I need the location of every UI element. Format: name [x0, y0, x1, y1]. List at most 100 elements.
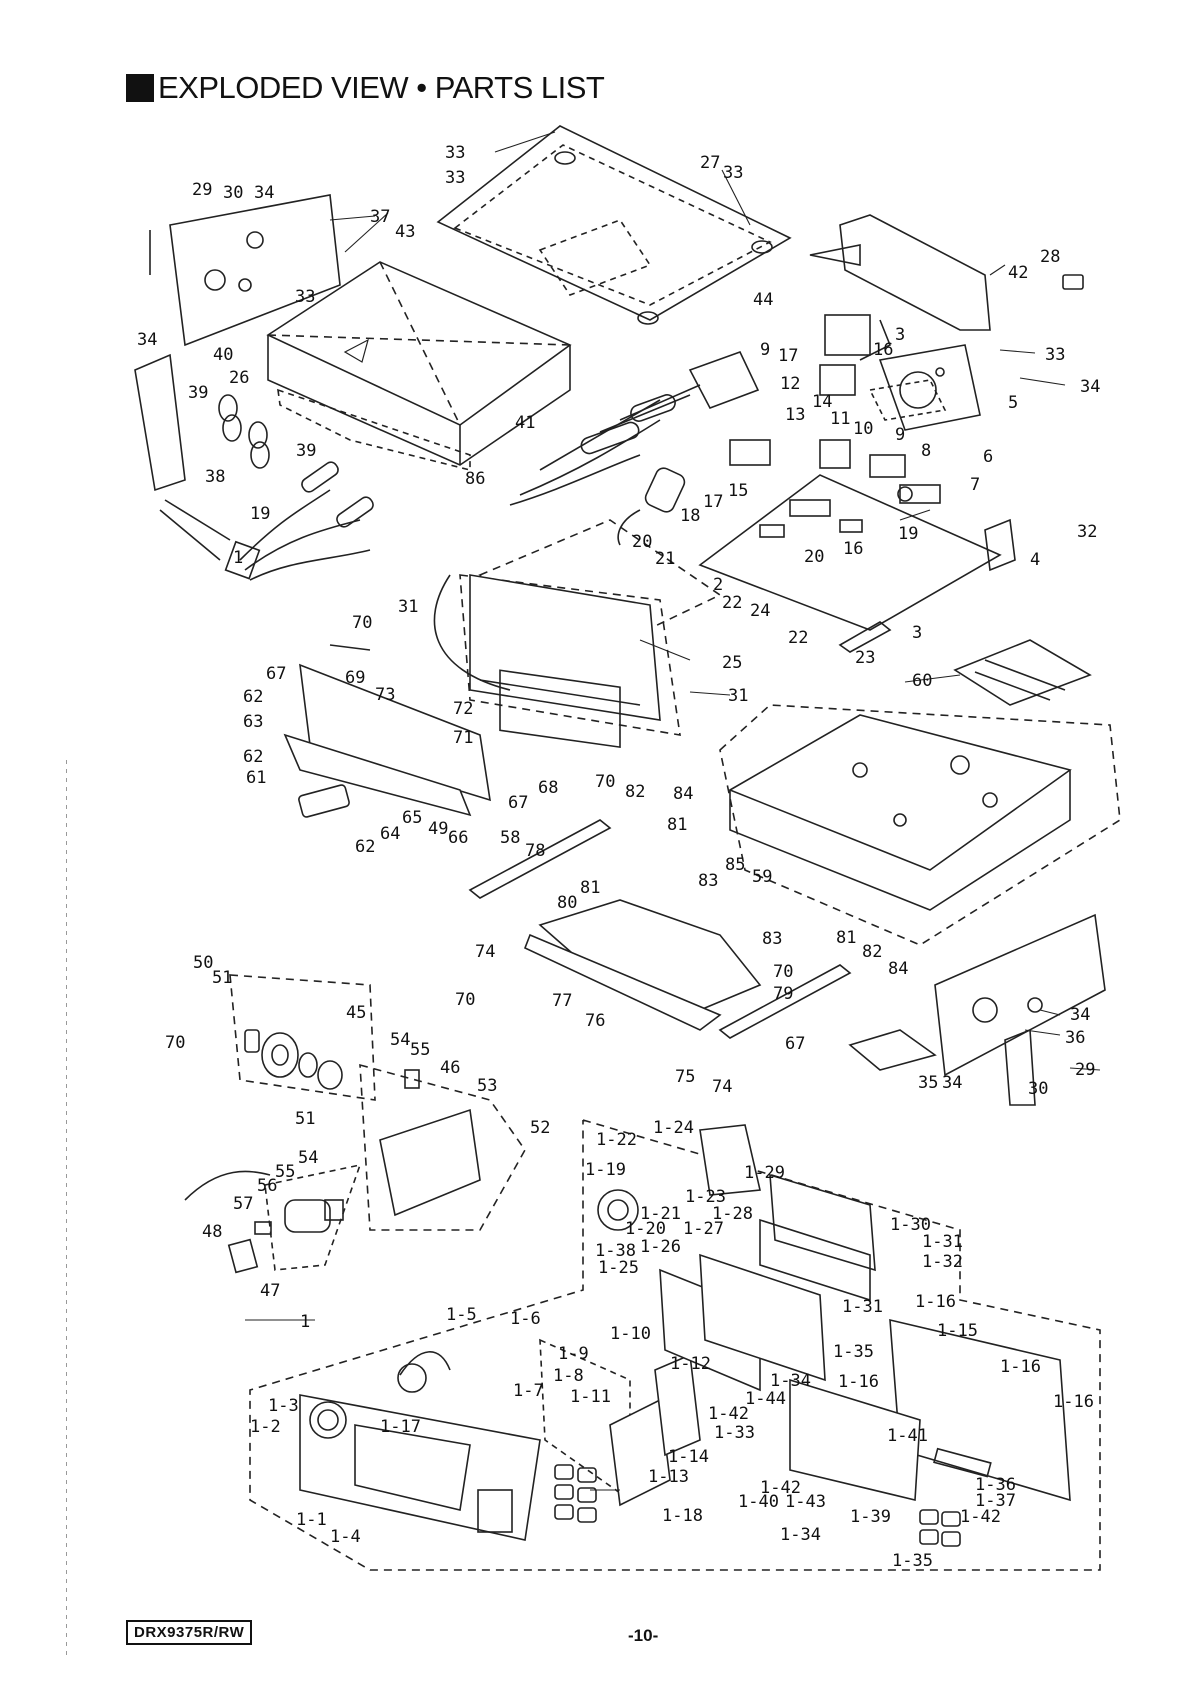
callout-33: 33 — [445, 143, 465, 163]
callout-1-20: 1-20 — [625, 1219, 666, 1239]
chassis-case — [266, 261, 572, 472]
callout-3: 3 — [895, 325, 905, 345]
front-frame-assembly — [433, 519, 722, 749]
callout-67: 67 — [785, 1034, 805, 1054]
callout-76: 76 — [585, 1011, 605, 1031]
callout-40: 40 — [213, 345, 233, 365]
volume-knob-assembly — [597, 1124, 761, 1231]
callout-5: 5 — [1008, 393, 1018, 413]
callout-31: 31 — [398, 597, 418, 617]
rear-bracket — [878, 344, 981, 431]
callout-1-6: 1-6 — [510, 1309, 541, 1329]
callout-81: 81 — [580, 878, 600, 898]
callout-69: 69 — [345, 668, 365, 688]
callout-34: 34 — [254, 183, 274, 203]
callout-33: 33 — [445, 168, 465, 188]
callout-38: 38 — [205, 467, 225, 487]
callout-1-42: 1-42 — [760, 1478, 801, 1498]
callout-1-43: 1-43 — [785, 1492, 826, 1512]
callout-45: 45 — [346, 1003, 366, 1023]
callout-1-27: 1-27 — [683, 1219, 724, 1239]
callout-1-33: 1-33 — [714, 1423, 755, 1443]
callout-62: 62 — [355, 837, 375, 857]
callout-65: 65 — [402, 808, 422, 828]
callout-16: 16 — [843, 539, 863, 559]
page-number: -10- — [628, 1626, 659, 1645]
callout-82: 82 — [862, 942, 882, 962]
callout-66: 66 — [448, 828, 468, 848]
left-side-bracket — [149, 194, 341, 347]
callout-1-40: 1-40 — [738, 1492, 779, 1512]
callout-34: 34 — [137, 330, 157, 350]
callout-70: 70 — [773, 962, 793, 982]
callout-70: 70 — [455, 990, 475, 1010]
callout-1-13: 1-13 — [648, 1467, 689, 1487]
motor-bracket — [359, 1063, 526, 1231]
callout-42: 42 — [1008, 263, 1028, 283]
callout-13: 13 — [785, 405, 805, 425]
callout-6: 6 — [983, 447, 993, 467]
callout-1-24: 1-24 — [653, 1118, 694, 1138]
callout-50: 50 — [193, 953, 213, 973]
leader-lines — [245, 131, 1101, 1491]
main-pcb — [698, 314, 1016, 653]
callout-20: 20 — [804, 547, 824, 567]
callout-1-16: 1-16 — [1053, 1392, 1094, 1412]
callout-37: 37 — [370, 207, 390, 227]
callout-70: 70 — [352, 613, 372, 633]
callout-1-21: 1-21 — [640, 1204, 681, 1224]
callout-2: 2 — [713, 575, 723, 595]
callout-71: 71 — [453, 728, 473, 748]
right-side-bracket — [848, 913, 1106, 1106]
callout-84: 84 — [888, 959, 908, 979]
callout-20: 20 — [632, 532, 652, 552]
callout-1-11: 1-11 — [570, 1387, 611, 1407]
scan-edge-line — [66, 760, 67, 1660]
callout-67: 67 — [266, 664, 286, 684]
callout-17: 17 — [703, 492, 723, 512]
callout-1-39: 1-39 — [850, 1507, 891, 1527]
callout-39: 39 — [296, 441, 316, 461]
mechanism-side-plate — [283, 644, 491, 818]
callout-52: 52 — [530, 1118, 550, 1138]
callout-1-44: 1-44 — [745, 1389, 786, 1409]
callout-55: 55 — [275, 1162, 295, 1182]
callout-61: 61 — [246, 768, 266, 788]
callout-1-42: 1-42 — [708, 1404, 749, 1424]
callout-1-14: 1-14 — [668, 1447, 709, 1467]
callout-19: 19 — [250, 504, 270, 524]
callout-1-35: 1-35 — [892, 1551, 933, 1571]
callout-46: 46 — [440, 1058, 460, 1078]
callout-64: 64 — [380, 824, 400, 844]
callout-1-16: 1-16 — [1000, 1357, 1041, 1377]
callout-44: 44 — [753, 290, 773, 310]
callout-70: 70 — [165, 1033, 185, 1053]
callout-1-35: 1-35 — [833, 1342, 874, 1362]
top-sheet — [809, 214, 991, 331]
top-cover-plate — [436, 125, 792, 325]
callout-33: 33 — [295, 287, 315, 307]
callout-34: 34 — [1080, 377, 1100, 397]
callout-1-36: 1-36 — [975, 1475, 1016, 1495]
callout-83: 83 — [698, 871, 718, 891]
callout-labels: 29 30 34 37 34 43 33 40 26 39 39 38 19 1… — [137, 143, 1100, 1571]
callout-11: 11 — [830, 409, 850, 429]
callout-34: 34 — [1070, 1005, 1090, 1025]
callout-1-9: 1-9 — [558, 1344, 589, 1364]
callout-1-5: 1-5 — [446, 1305, 477, 1325]
callout-47: 47 — [260, 1281, 280, 1301]
callout-62: 62 — [243, 687, 263, 707]
base-plate — [523, 899, 762, 1031]
callout-85: 85 — [725, 855, 745, 875]
callout-54: 54 — [390, 1030, 410, 1050]
callout-29: 29 — [192, 180, 212, 200]
callout-1-18: 1-18 — [662, 1506, 703, 1526]
front-panel-assembly — [249, 1119, 1101, 1571]
callout-36: 36 — [1065, 1028, 1085, 1048]
callout-59: 59 — [752, 867, 772, 887]
callout-30: 30 — [223, 183, 243, 203]
callout-74: 74 — [475, 942, 495, 962]
rca-cables — [134, 353, 374, 581]
callout-1: 1 — [300, 1312, 310, 1332]
callout-9: 9 — [760, 340, 770, 360]
